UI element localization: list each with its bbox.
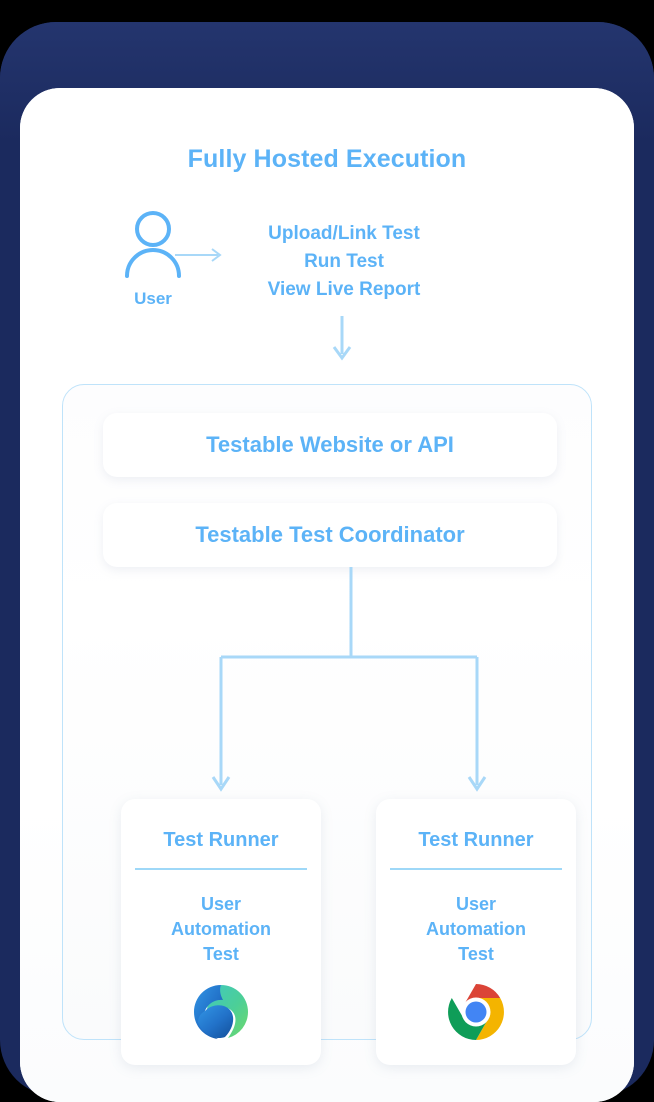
arrow-down-icon	[306, 316, 378, 369]
action-item: Upload/Link Test	[268, 223, 420, 244]
runner-subtitle-line: Automation	[426, 919, 526, 939]
runner-title: Test Runner	[163, 829, 279, 851]
hosted-environment-panel: Testable Website or API Testable Test Co…	[62, 384, 593, 1065]
arrow-right-icon	[174, 246, 228, 269]
runner-subtitle-line: User	[455, 894, 497, 914]
user-label: User	[134, 289, 172, 308]
edge-logo-icon	[192, 983, 250, 1041]
node-label: Testable Website or API	[206, 432, 454, 457]
test-runner-card-edge[interactable]: Test Runner User Automation Test	[121, 799, 321, 1065]
tree-connector	[63, 567, 593, 812]
chrome-logo-icon	[447, 983, 505, 1041]
test-runner-card-chrome[interactable]: Test Runner User Automation Test	[376, 799, 576, 1065]
runner-title: Test Runner	[418, 829, 534, 851]
runner-divider	[135, 868, 307, 870]
diagram-card: Fully Hosted Execution User Upload/Link …	[20, 88, 634, 1102]
runner-subtitle-line: User	[200, 894, 242, 914]
action-item: View Live Report	[267, 279, 421, 300]
user-icon	[98, 208, 208, 283]
user-actor: User	[98, 208, 208, 309]
action-item: Run Test	[304, 251, 384, 272]
page-title: Fully Hosted Execution	[187, 145, 467, 173]
node-testable-website[interactable]: Testable Website or API	[103, 413, 557, 477]
runner-subtitle-line: Test	[203, 944, 239, 964]
runner-subtitle: User Automation Test	[121, 892, 321, 967]
node-label: Testable Test Coordinator	[195, 522, 465, 547]
runner-divider	[390, 868, 562, 870]
action-list: Upload/Link Test Run Test View Live Repo…	[214, 220, 474, 304]
runner-subtitle: User Automation Test	[376, 892, 576, 967]
device-frame: Fully Hosted Execution User Upload/Link …	[0, 22, 654, 1102]
runner-subtitle-line: Automation	[171, 919, 271, 939]
node-test-coordinator[interactable]: Testable Test Coordinator	[103, 503, 557, 567]
runner-subtitle-line: Test	[458, 944, 494, 964]
